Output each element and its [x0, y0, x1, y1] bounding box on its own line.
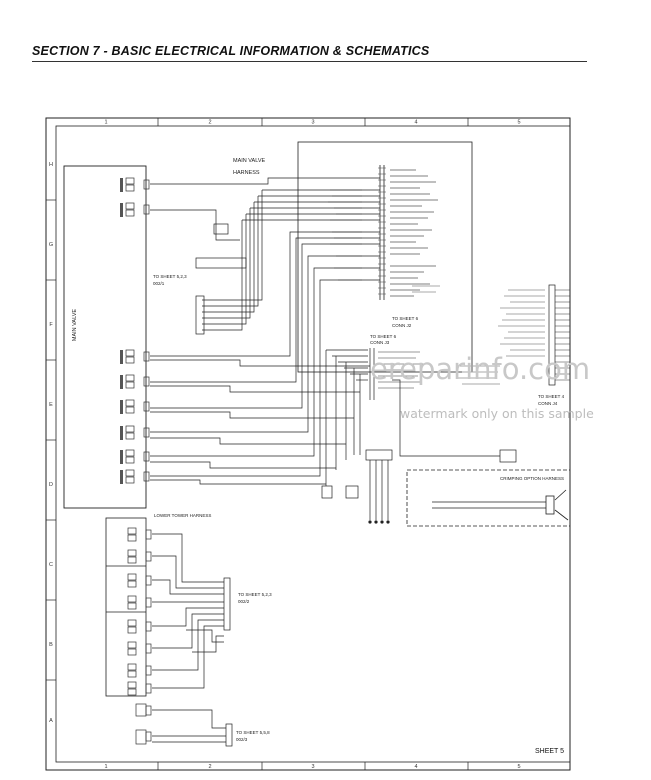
lower-tower-harness-wires	[152, 533, 226, 743]
to-sheet-523-b-sub: 002/2	[238, 599, 250, 604]
to-sheet-6-j2-label: TO SHEET 6	[392, 316, 419, 321]
column-label: 1	[104, 120, 107, 126]
to-sheet-6-j3-label: TO SHEET 6	[370, 334, 397, 339]
ground-symbols	[368, 520, 390, 524]
lower-left-devices	[135, 703, 147, 745]
lower-connectors	[321, 379, 517, 520]
main-valve-harness-label-line1: MAIN VALVE	[233, 158, 266, 164]
column-label: 3	[311, 764, 314, 770]
main-valve-harness-label-line2: HARNESS	[233, 170, 260, 176]
main-valve-connectors	[125, 177, 150, 484]
to-sheet-4-label: TO SHEET 4	[538, 394, 565, 399]
grid-ticks	[46, 118, 469, 770]
to-sheet-558-label: TO SHEET 5,5,8	[236, 730, 270, 735]
watermark-notice: watermark only on this sample	[400, 406, 594, 421]
lower-tower-block	[105, 517, 147, 697]
row-label: C	[49, 562, 53, 568]
crimping-option-harness-label: CRIMPING OPTION HARNESS	[500, 476, 564, 481]
sheet-number: SHEET 5	[535, 748, 564, 755]
main-valve-label: MAIN VALVE	[72, 309, 78, 342]
column-label: 3	[311, 120, 314, 126]
j4-description-strokes	[458, 289, 545, 385]
lower-tower-harness-label: LOWER TOWER HARNESS	[154, 513, 211, 518]
to-sheet-523-a-sub: 002/1	[153, 281, 165, 286]
section-title: SECTION 7 - BASIC ELECTRICAL INFORMATION…	[32, 44, 430, 58]
column-label: 5	[517, 120, 520, 126]
splice-block	[195, 223, 247, 335]
column-label: 5	[517, 764, 520, 770]
to-sheet-6-j3-sub: CONN J3	[370, 340, 390, 345]
to-sheet-558-sub: 002/3	[236, 737, 248, 742]
crimping-option-harness	[406, 469, 571, 527]
row-label: E	[49, 402, 53, 408]
column-label: 1	[104, 764, 107, 770]
to-sheet-523-b-label: TO SHEET 5,2,3	[238, 592, 272, 597]
j2-connector-box	[297, 141, 473, 373]
row-label: D	[49, 482, 53, 488]
column-labels: 1 2 3 4 5 1 2 3 4 5	[104, 120, 520, 771]
j2-pin-description-strokes	[390, 169, 438, 297]
to-sheet-6-j2-sub: CONN J2	[392, 323, 412, 328]
column-label: 4	[414, 764, 417, 770]
column-label: 2	[208, 764, 211, 770]
to-sheet-523-a-label: TO SHEET 5,2,3	[153, 274, 187, 279]
header-rule	[32, 61, 587, 62]
j4-pin-ticks	[555, 289, 570, 381]
sheet-frame	[45, 117, 571, 771]
watermark-site: ereparinfo.com	[370, 352, 591, 386]
connector-tags	[120, 178, 123, 484]
row-label: B	[49, 642, 53, 648]
j4-connector	[548, 284, 556, 386]
main-valve-harness-wires	[150, 177, 380, 485]
row-label: G	[49, 242, 53, 248]
j3-description-strokes	[378, 351, 424, 389]
row-label: F	[49, 322, 53, 328]
lower-tower-connectors	[127, 527, 152, 742]
row-label: A	[49, 718, 53, 724]
section-header: SECTION 7 - BASIC ELECTRICAL INFORMATION…	[32, 44, 592, 66]
main-valve-block: MAIN VALVE	[63, 165, 147, 509]
column-label: 2	[208, 120, 211, 126]
row-label: H	[49, 162, 53, 168]
j3-connector	[325, 348, 375, 486]
lower-tower-splices	[223, 577, 233, 747]
j2-pin-ticks	[378, 167, 386, 295]
row-labels: H G F E D C B A	[49, 162, 53, 724]
to-sheet-4-sub: CONN J4	[538, 401, 558, 406]
column-label: 4	[414, 120, 417, 126]
